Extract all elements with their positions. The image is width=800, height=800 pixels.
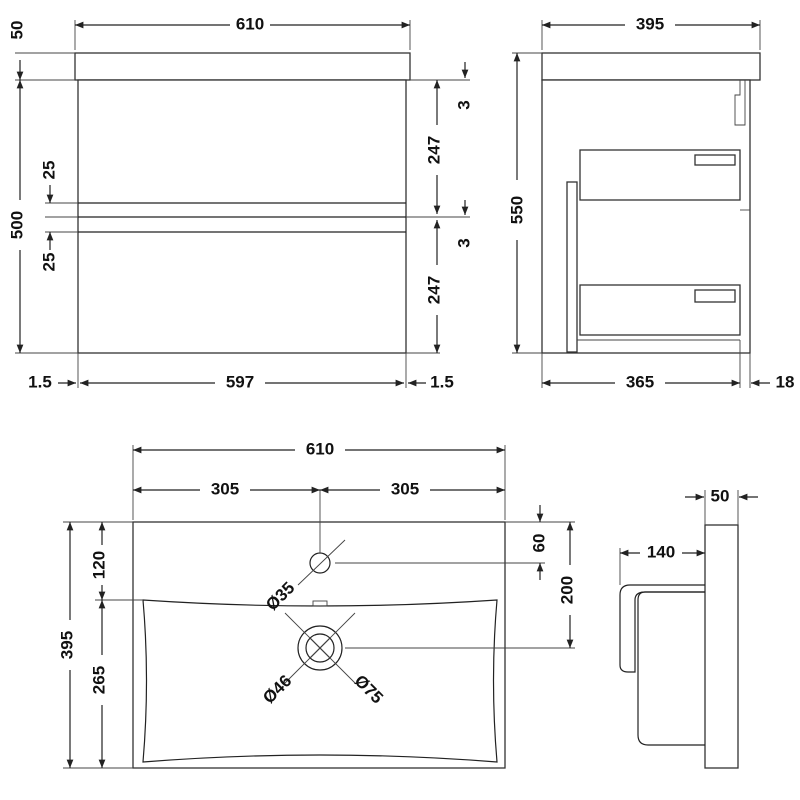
dim-drawer-upper: 247 bbox=[424, 136, 443, 164]
drawer-handle-lower bbox=[694, 289, 736, 303]
side-top bbox=[541, 52, 761, 81]
dim-front-width: 597 bbox=[226, 372, 254, 391]
drawer-front-panel bbox=[566, 181, 578, 353]
basin-side-view: 50 140 bbox=[619, 486, 758, 769]
countertop-top bbox=[74, 52, 411, 81]
dim-basin-depth: 395 bbox=[57, 631, 76, 659]
dim-side-projection: 140 bbox=[647, 542, 675, 561]
dim-side-right: 1.5 bbox=[430, 372, 454, 391]
waste-inner bbox=[305, 633, 335, 663]
dim-top-50: 50 bbox=[7, 21, 26, 40]
basin-plan-view: 610 305 305 395 120 265 60 200 Ø35 Ø46 Ø… bbox=[57, 439, 576, 769]
basin-bowl bbox=[142, 599, 498, 763]
dim-depth-395: 395 bbox=[636, 14, 664, 33]
basin-side-bowl bbox=[637, 591, 705, 746]
basin-outline bbox=[132, 521, 506, 769]
side-view: 395 550 365 18 bbox=[507, 14, 794, 391]
dim-half-right: 305 bbox=[391, 479, 419, 498]
dim-half-left: 305 bbox=[211, 479, 239, 498]
basin-side-bowl-upper bbox=[619, 584, 705, 673]
dim-body-depth: 365 bbox=[626, 372, 654, 391]
dim-waste-offset: 200 bbox=[557, 576, 576, 604]
dim-side-thickness: 50 bbox=[711, 486, 730, 505]
dim-reveal-upper: 3 bbox=[454, 100, 473, 109]
dim-basin-width: 610 bbox=[306, 439, 334, 458]
dim-drawer-lower: 247 bbox=[424, 276, 443, 304]
dim-width-610: 610 bbox=[236, 14, 264, 33]
dim-bowl-depth: 265 bbox=[89, 666, 108, 694]
dim-height-500: 500 bbox=[7, 211, 26, 239]
dim-gap-lower: 25 bbox=[39, 253, 58, 272]
dim-gap-upper: 25 bbox=[39, 161, 58, 180]
dim-height-550: 550 bbox=[507, 196, 526, 224]
dim-side-left: 1.5 bbox=[28, 372, 52, 391]
dim-reveal-lower: 3 bbox=[454, 238, 473, 247]
dim-back-to-bowl: 120 bbox=[89, 551, 108, 579]
basin-side-slab bbox=[704, 524, 739, 769]
drawer-handle-upper bbox=[694, 154, 736, 166]
dim-front-depth: 18 bbox=[776, 372, 795, 391]
waste-outer bbox=[297, 625, 343, 671]
dim-tap-offset: 60 bbox=[529, 534, 548, 553]
front-view: 610 50 500 25 25 247 247 3 3 1.5 597 1.5 bbox=[7, 14, 473, 391]
